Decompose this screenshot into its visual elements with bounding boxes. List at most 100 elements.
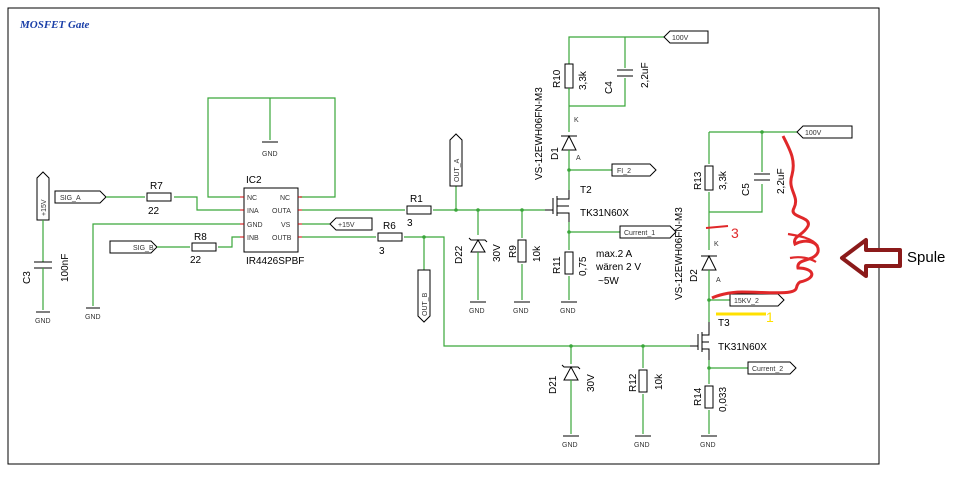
resistor-r12: R12 10k <box>628 369 665 393</box>
mark-1: 1 <box>766 309 774 325</box>
net-label-plus15v-left: +15V <box>36 171 50 221</box>
svg-text:3,3k: 3,3k <box>718 170 729 190</box>
svg-text:SIG_B: SIG_B <box>133 245 154 252</box>
svg-text:INA: INA <box>247 208 259 215</box>
gnd-symbol: GND <box>562 435 579 449</box>
svg-text:100nF: 100nF <box>60 254 71 282</box>
svg-text:OUTA: OUTA <box>272 208 291 215</box>
svg-text:R10: R10 <box>552 69 563 88</box>
zener-d22: D22 30V <box>454 237 503 264</box>
svg-text:TK31N60X: TK31N60X <box>580 208 629 219</box>
svg-text:100V: 100V <box>805 130 822 137</box>
resistor-r10: R10 3,3k <box>552 63 589 90</box>
svg-text:C3: C3 <box>22 271 33 284</box>
svg-text:D2: D2 <box>689 269 700 282</box>
svg-text:OUTB: OUTB <box>272 235 292 242</box>
svg-text:3: 3 <box>379 246 385 257</box>
net-label-100v-right: 100V <box>796 125 853 139</box>
mosfet-t2: T2 TK31N60X <box>545 185 629 222</box>
svg-text:T3: T3 <box>718 318 730 329</box>
svg-text:2,2uF: 2,2uF <box>776 168 787 194</box>
resistor-r11: R11 0,75 <box>552 251 589 276</box>
svg-text:GND: GND <box>560 308 576 315</box>
gnd-symbol: GND <box>262 141 278 158</box>
svg-text:GND: GND <box>35 318 51 325</box>
svg-text:10k: 10k <box>654 373 665 390</box>
svg-text:A: A <box>576 155 581 162</box>
svg-text:15KV_2: 15KV_2 <box>734 298 759 305</box>
spule-arrow: Spule <box>840 238 945 278</box>
svg-text:IC2: IC2 <box>246 175 262 186</box>
svg-text:R7: R7 <box>150 181 163 192</box>
svg-text:+15V: +15V <box>41 199 48 216</box>
svg-text:22: 22 <box>148 206 160 217</box>
svg-text:IR4426SPBF: IR4426SPBF <box>246 256 304 267</box>
svg-text:R14: R14 <box>693 387 704 406</box>
svg-text:NC: NC <box>247 195 257 202</box>
net-label-out-a: OUT_A <box>449 133 463 187</box>
svg-text:K: K <box>574 117 579 124</box>
net-label-fi2: FI_2 <box>611 163 657 177</box>
coil-sketch <box>711 135 820 300</box>
svg-text:0,033: 0,033 <box>718 387 729 412</box>
svg-text:GND: GND <box>700 442 716 449</box>
zener-d21: D21 30V <box>548 364 597 394</box>
svg-text:~5W: ~5W <box>598 276 619 287</box>
svg-text:R6: R6 <box>383 221 396 232</box>
svg-text:R11: R11 <box>552 256 563 274</box>
resistor-r1: R1 3 <box>406 194 432 229</box>
svg-text:GND: GND <box>247 222 263 229</box>
resistor-r8: R8 22 <box>190 232 217 266</box>
gnd-symbol: GND <box>560 301 577 315</box>
svg-text:OUT_A: OUT_A <box>454 158 461 182</box>
net-label-out-b: OUT_B <box>417 269 431 323</box>
svg-text:GND: GND <box>262 151 278 158</box>
svg-text:3: 3 <box>407 218 413 229</box>
svg-text:30V: 30V <box>586 374 597 392</box>
svg-text:Current_2: Current_2 <box>752 366 783 373</box>
gnd-symbol: GND <box>35 311 51 325</box>
svg-text:10k: 10k <box>532 245 543 262</box>
svg-text:K: K <box>714 241 719 248</box>
svg-text:NC: NC <box>280 195 290 202</box>
svg-text:3,3k: 3,3k <box>578 70 589 90</box>
svg-text:A: A <box>716 277 721 284</box>
svg-text:VS: VS <box>281 222 291 229</box>
svg-text:22: 22 <box>190 255 202 266</box>
svg-text:OUT_B: OUT_B <box>422 292 429 316</box>
svg-text:R1: R1 <box>410 194 423 205</box>
svg-text:max.2 A: max.2 A <box>596 249 632 260</box>
svg-text:C5: C5 <box>741 183 752 196</box>
svg-text:+15V: +15V <box>338 222 355 229</box>
svg-text:C4: C4 <box>604 81 615 94</box>
svg-text:VS-12EWH06FN-M3: VS-12EWH06FN-M3 <box>674 207 685 300</box>
svg-text:SIG_A: SIG_A <box>60 195 81 202</box>
gnd-symbol: GND <box>469 301 486 315</box>
resistor-r9: R9 10k <box>508 239 543 263</box>
net-label-sig-b: SIG_B <box>109 240 158 254</box>
mosfet-t3: T3 TK31N60X <box>690 318 767 360</box>
svg-text:TK31N60X: TK31N60X <box>718 342 767 353</box>
net-label-15kv2: 15KV_2 <box>729 293 785 307</box>
svg-text:GND: GND <box>469 308 485 315</box>
diode-d2: K A D2 VS-12EWH06FN-M3 <box>674 207 721 300</box>
mark-3: 3 <box>731 225 739 241</box>
svg-text:D21: D21 <box>548 375 559 394</box>
svg-text:R13: R13 <box>693 171 704 190</box>
gnd-symbol: GND <box>513 301 530 315</box>
svg-text:GND: GND <box>85 314 101 321</box>
svg-text:D22: D22 <box>454 245 465 264</box>
resistor-r14: R14 0,033 <box>693 385 729 412</box>
svg-text:100V: 100V <box>672 35 689 42</box>
spule-label: Spule <box>907 249 945 266</box>
svg-text:FI_2: FI_2 <box>617 168 631 175</box>
sheet-frame <box>7 7 880 465</box>
net-label-sig-a: SIG_A <box>54 190 107 204</box>
resistor-r7: R7 22 <box>146 181 172 217</box>
net-label-current1: Current_1 <box>619 225 677 239</box>
sheet-title: MOSFET Gate <box>19 19 89 31</box>
svg-text:INB: INB <box>247 235 259 242</box>
resistor-r13: R13 3,3k <box>693 165 729 191</box>
